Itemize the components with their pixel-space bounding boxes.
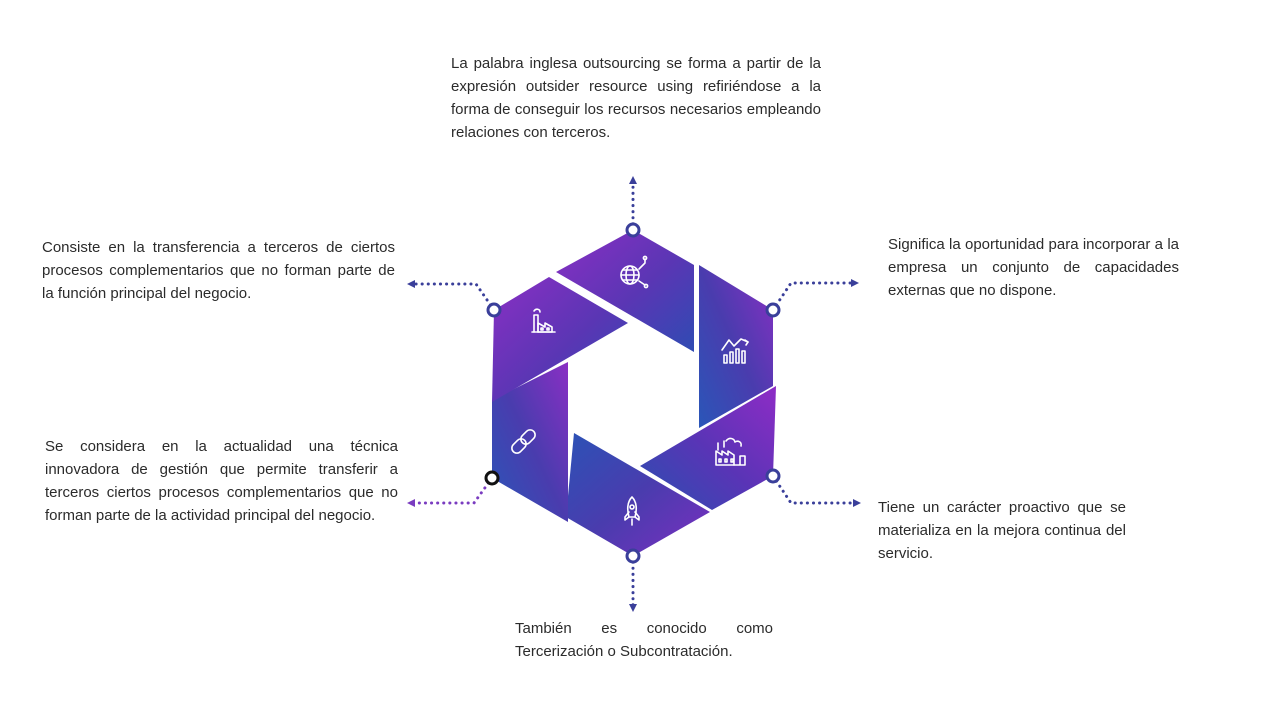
node-right-bottom	[765, 468, 781, 484]
node-left-top	[486, 302, 502, 318]
connector-left-bottom	[411, 476, 494, 505]
node-top	[625, 222, 641, 238]
description-right-bottom: Tiene un carácter proactivo que se mater…	[878, 499, 1126, 562]
chain-link-icon	[511, 429, 536, 454]
connector-left-top	[411, 282, 496, 312]
rocket-icon	[624, 496, 640, 526]
segment-top	[556, 230, 694, 352]
node-left-bottom	[484, 470, 500, 486]
growth-chart-icon	[721, 338, 749, 364]
connector-lines	[411, 180, 857, 608]
description-right-top: Significa la oportunidad para incorporar…	[888, 236, 1179, 299]
segment-left-top	[492, 277, 628, 402]
description-bottom: También es conocido como Tercerización o…	[515, 620, 773, 660]
connector-right-top	[771, 281, 855, 312]
connector-right-bottom	[771, 474, 857, 505]
node-right-top	[765, 302, 781, 318]
segment-bottom	[566, 433, 710, 556]
node-bottom	[625, 548, 641, 564]
hexagon-segments	[492, 230, 776, 556]
description-top: La palabra inglesa outsourcing se forma …	[451, 55, 821, 141]
connector-arrowheads	[407, 176, 861, 612]
segment-right-top	[699, 265, 773, 428]
description-left-bottom: Se considera en la actualidad una técnic…	[45, 438, 398, 524]
segment-right-bottom	[640, 386, 776, 510]
node-dots	[484, 222, 781, 564]
global-network-icon	[620, 255, 649, 289]
factory-icon	[715, 437, 746, 466]
factory-plant-icon	[531, 308, 556, 333]
description-left-top: Consiste en la transferencia a terceros …	[42, 239, 395, 302]
